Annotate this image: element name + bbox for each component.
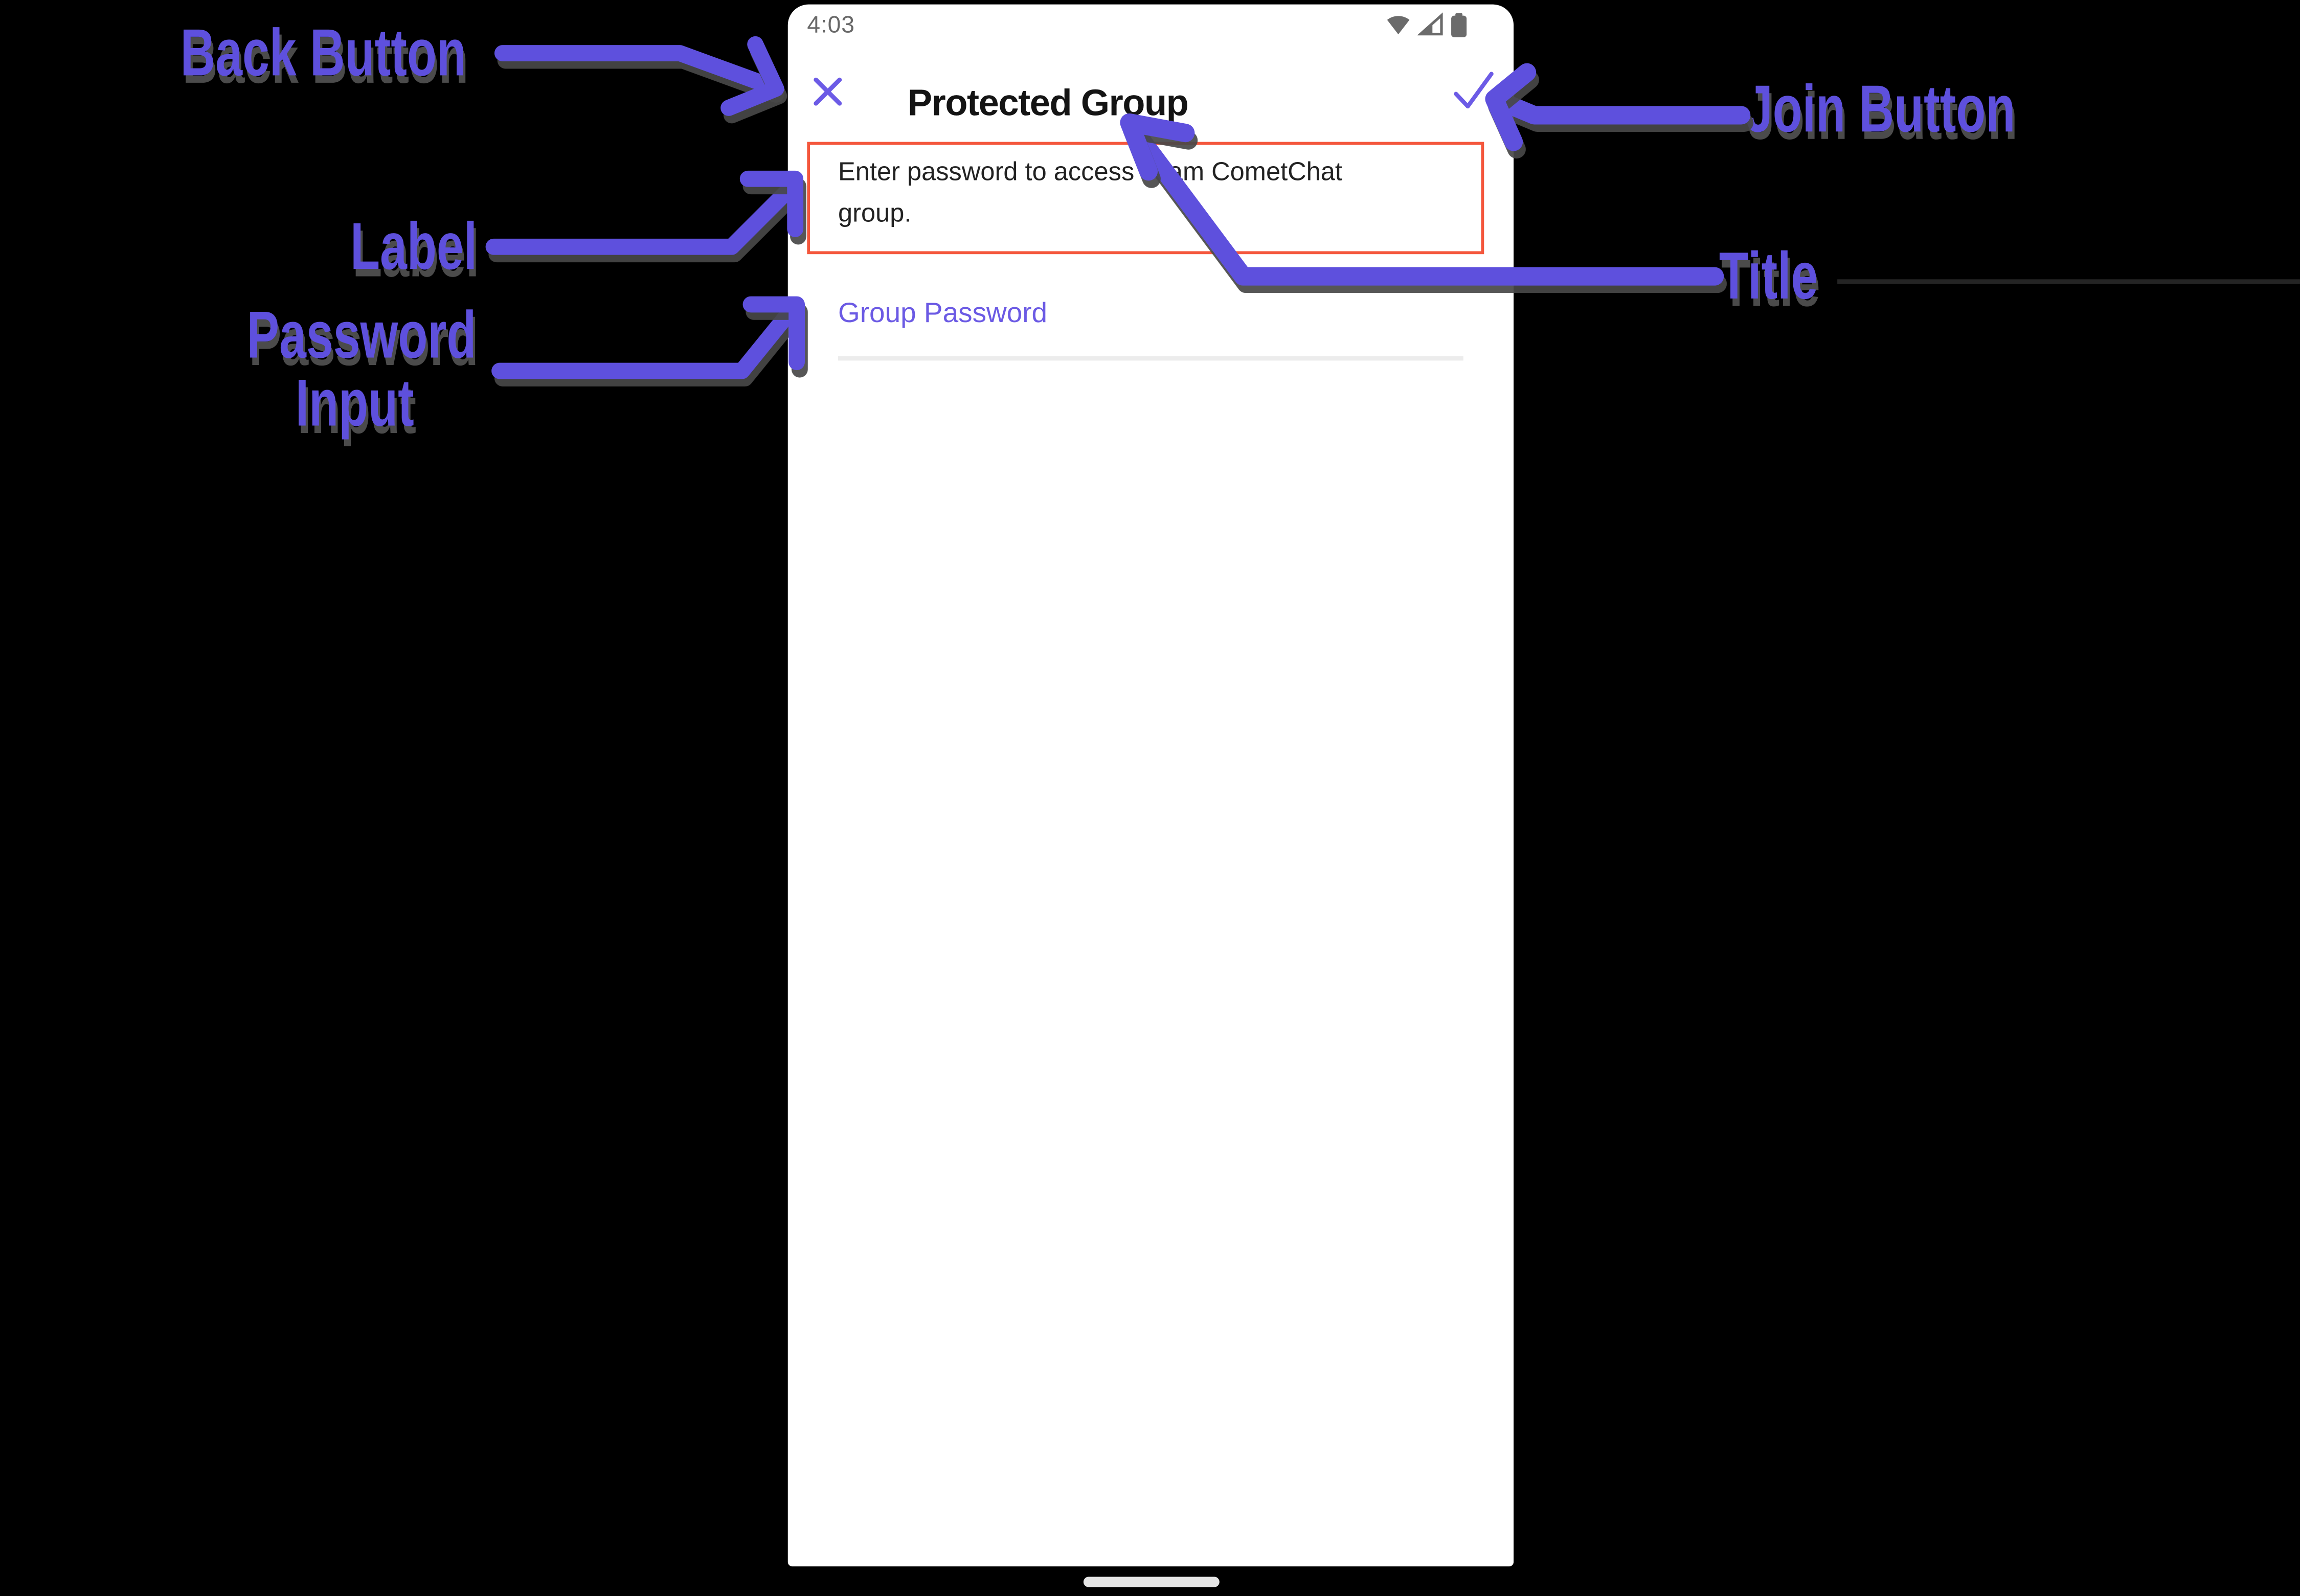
password-field-label: Group Password	[838, 298, 1048, 330]
join-button-arrow	[1485, 63, 1751, 151]
screen-title: Protected Group	[907, 82, 1189, 124]
wifi-icon	[1385, 12, 1412, 37]
status-bar-icons	[1385, 12, 1468, 38]
password-input-arrow	[491, 296, 805, 379]
label-arrow	[485, 170, 804, 255]
signal-icon	[1417, 12, 1444, 37]
phone-screen: 4:03	[787, 4, 1514, 1567]
home-indicator[interactable]	[1083, 1577, 1220, 1587]
annotation-title-label: Title	[1719, 238, 1818, 313]
group-description-label: Enter password to access Team CometChat …	[807, 142, 1484, 255]
annotation-password-line: Password	[246, 297, 477, 373]
annotation-label-label: Label	[350, 208, 478, 284]
back-button[interactable]	[811, 75, 844, 108]
title-annotation-rule	[1837, 279, 2300, 284]
annotation-back-button-label: Back Button	[180, 14, 466, 90]
status-bar-time: 4:03	[807, 13, 855, 39]
password-input[interactable]	[838, 328, 1462, 355]
group-description-text: Enter password to access Team CometChat …	[838, 156, 1343, 227]
password-input-underline	[838, 356, 1463, 360]
annotation-password-input-label: Password Input	[247, 301, 477, 441]
annotation-join-button-label: Join Button	[1745, 71, 2016, 147]
annotation-input-line: Input	[295, 365, 414, 441]
check-icon	[1452, 72, 1496, 120]
battery-icon	[1450, 12, 1468, 38]
close-icon	[811, 77, 844, 113]
join-button[interactable]	[1452, 70, 1496, 114]
back-button-arrow	[494, 36, 784, 116]
